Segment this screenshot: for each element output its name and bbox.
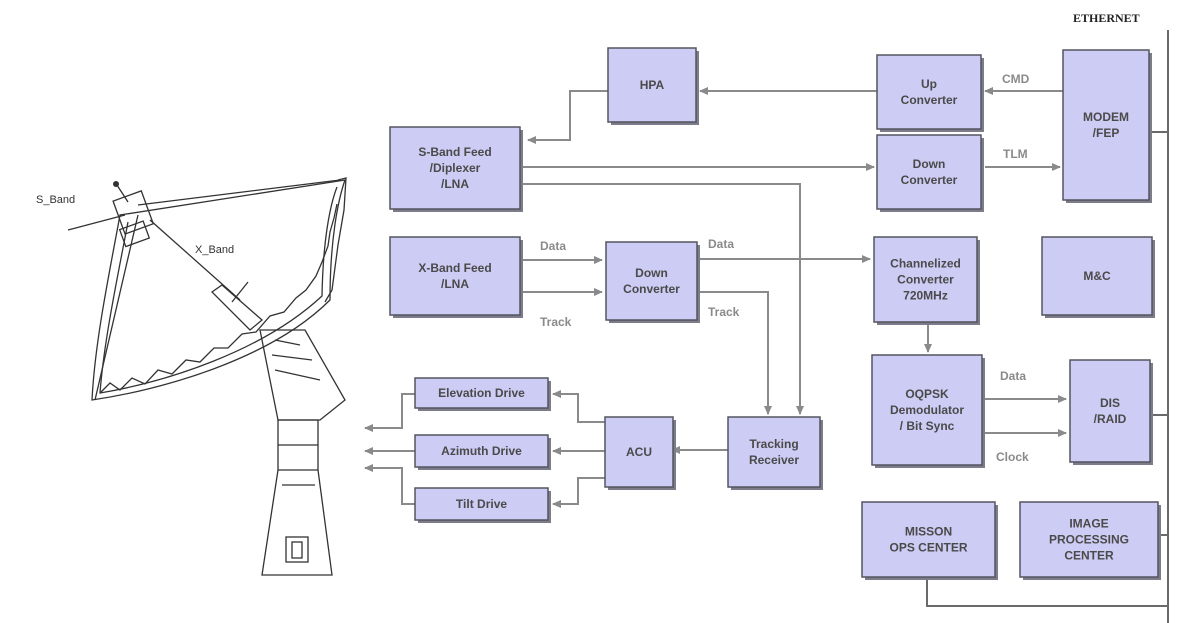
block-box xyxy=(389,126,521,210)
block-label-line: HPA xyxy=(640,78,665,92)
block-oqpsk: OQPSK Demodulator / Bit Sync xyxy=(871,354,985,468)
block-label-line: ACU xyxy=(626,445,652,459)
block-box xyxy=(605,241,698,321)
demod-clock-label: Clock xyxy=(996,450,1029,464)
block-box xyxy=(414,434,549,468)
block-mc: M&C xyxy=(1041,236,1155,318)
ethernet-label: ETHERNET xyxy=(1073,11,1140,25)
block-box xyxy=(727,416,821,488)
block-label-line: Converter xyxy=(901,173,958,187)
block-box xyxy=(414,377,549,409)
dc-data-label: Data xyxy=(708,237,734,251)
block-label-line: Down xyxy=(913,157,946,171)
block-box xyxy=(871,354,983,466)
block-box xyxy=(1019,501,1159,578)
antenna-illustration: S_Band X_Band xyxy=(36,177,347,576)
block-label-line: M&C xyxy=(1083,269,1111,283)
block-box xyxy=(1062,49,1150,201)
s-band-label: S_Band xyxy=(36,194,75,206)
block-mission-ops: MISSON OPS CENTER xyxy=(861,501,998,580)
block-label-line: Azimuth Drive xyxy=(441,444,522,458)
block-label-line: Tracking xyxy=(749,437,798,451)
block-label-line: /FEP xyxy=(1093,126,1120,140)
block-tilt-drive: Tilt Drive xyxy=(414,487,551,523)
block-label-line: Tilt Drive xyxy=(456,497,507,511)
block-image-processing: IMAGE PROCESSING CENTER xyxy=(1019,501,1161,580)
block-label-line: Channelized xyxy=(890,257,961,271)
tlm-label: TLM xyxy=(1003,147,1028,161)
block-label-line: PROCESSING xyxy=(1049,533,1129,547)
block-label-line: /RAID xyxy=(1094,412,1127,426)
block-label-line: / Bit Sync xyxy=(900,419,955,433)
block-label-line: S-Band Feed xyxy=(418,145,491,159)
block-label-line: Up xyxy=(921,77,937,91)
block-box xyxy=(414,487,549,521)
block-hpa: HPA xyxy=(607,47,699,125)
dc-track-label: Track xyxy=(708,305,740,319)
x-data-label: Data xyxy=(540,239,566,253)
block-label-line: OPS CENTER xyxy=(889,541,967,555)
block-x-band-feed: X-Band Feed/LNA xyxy=(389,236,523,318)
block-label-line: Elevation Drive xyxy=(438,386,525,400)
block-label-line: Converter xyxy=(623,282,680,296)
block-azimuth-drive: Azimuth Drive xyxy=(414,434,551,470)
block-box xyxy=(607,47,697,123)
demod-data-label: Data xyxy=(1000,369,1026,383)
block-label-line: /LNA xyxy=(441,277,469,291)
block-box xyxy=(1069,359,1151,463)
block-box xyxy=(873,236,978,323)
block-box xyxy=(389,236,521,316)
block-label-line: MISSON xyxy=(905,525,952,539)
block-label-line: MODEM xyxy=(1083,110,1129,124)
block-label-line: Down xyxy=(635,266,668,280)
block-label-line: Converter xyxy=(901,93,958,107)
block-label-line: /Diplexer xyxy=(430,161,481,175)
block-box xyxy=(876,134,982,210)
x-track-label: Track xyxy=(540,315,572,329)
block-label-line: Converter xyxy=(897,273,954,287)
block-box xyxy=(604,416,674,488)
block-label-line: Demodulator xyxy=(890,403,964,417)
block-label-line: IMAGE xyxy=(1069,517,1108,531)
block-label-line: 720MHz xyxy=(903,289,948,303)
block-box xyxy=(876,54,982,130)
block-label-line: X-Band Feed xyxy=(418,261,491,275)
block-modem: MODEM/FEP xyxy=(1062,49,1152,203)
block-dis-raid: DIS/RAID xyxy=(1069,359,1153,465)
block-box xyxy=(1041,236,1153,316)
block-label-line: Receiver xyxy=(749,453,799,467)
block-elevation-drive: Elevation Drive xyxy=(414,377,551,411)
x-band-label: X_Band xyxy=(195,244,234,256)
block-label-line: /LNA xyxy=(441,177,469,191)
block-s-band-feed: S-Band Feed/Diplexer/LNA xyxy=(389,126,523,212)
block-label-line: CENTER xyxy=(1064,549,1114,563)
cmd-label: CMD xyxy=(1002,72,1030,86)
block-acu: ACU xyxy=(604,416,676,490)
block-label-line: OQPSK xyxy=(905,387,949,401)
block-label-line: DIS xyxy=(1100,396,1120,410)
signal-wires xyxy=(364,87,1067,508)
block-box xyxy=(861,501,996,578)
